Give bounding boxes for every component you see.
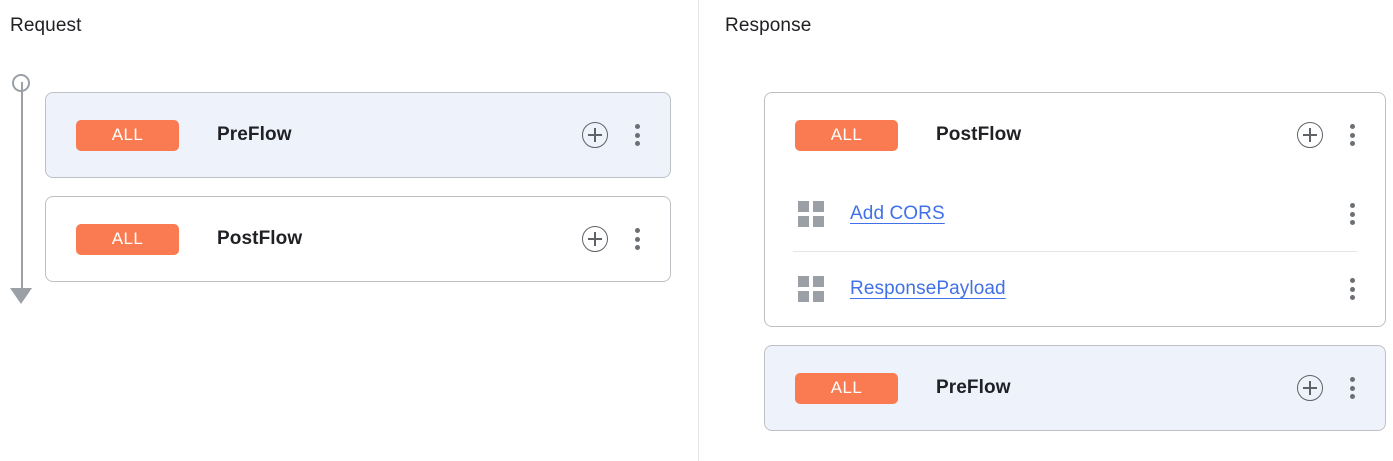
plus-circle-icon bbox=[582, 122, 608, 148]
flow-method-badge: ALL bbox=[795, 372, 898, 404]
flow-card-response-postflow[interactable]: ALL PostFlow bbox=[764, 92, 1386, 327]
flow-card-header[interactable]: ALL PreFlow bbox=[765, 346, 1385, 430]
kebab-dot bbox=[634, 228, 640, 233]
kebab-dot bbox=[634, 245, 640, 250]
kebab-dot bbox=[1349, 295, 1355, 300]
policy-grid-icon bbox=[798, 201, 824, 227]
kebab-menu-icon[interactable] bbox=[1341, 276, 1363, 302]
kebab-dot bbox=[1349, 141, 1355, 146]
flow-card-response-preflow[interactable]: ALL PreFlow bbox=[764, 345, 1386, 431]
policy-link-add-cors[interactable]: Add CORS bbox=[850, 203, 945, 224]
kebab-dot bbox=[1349, 132, 1355, 138]
request-panel: Request ALL PreFlow bbox=[2, 15, 671, 304]
flow-card-request-postflow[interactable]: ALL PostFlow bbox=[45, 196, 671, 282]
grid-square bbox=[798, 276, 809, 287]
grid-square bbox=[798, 291, 809, 302]
kebab-dot bbox=[1349, 377, 1355, 382]
grid-square bbox=[813, 276, 824, 287]
kebab-dot bbox=[1349, 286, 1355, 292]
grid-square bbox=[813, 291, 824, 302]
response-panel-title: Response bbox=[725, 15, 812, 36]
policy-row-responsepayload[interactable]: ResponsePayload bbox=[765, 252, 1385, 326]
policy-row-add-cors[interactable]: Add CORS bbox=[765, 177, 1385, 251]
grid-square bbox=[813, 216, 824, 227]
flow-name-label: PostFlow bbox=[217, 228, 303, 249]
kebab-menu-icon[interactable] bbox=[626, 122, 648, 148]
grid-square bbox=[798, 216, 809, 227]
grid-square bbox=[813, 201, 824, 212]
kebab-dot bbox=[634, 236, 640, 242]
response-panel: Response ALL PostFlow bbox=[698, 0, 1393, 461]
policy-grid-icon bbox=[798, 276, 824, 302]
flow-method-badge: ALL bbox=[795, 119, 898, 151]
grid-square bbox=[798, 201, 809, 212]
kebab-dot bbox=[1349, 278, 1355, 283]
flow-card-request-preflow[interactable]: ALL PreFlow bbox=[45, 92, 671, 178]
add-policy-button[interactable] bbox=[1297, 375, 1323, 401]
plus-circle-icon bbox=[1297, 375, 1323, 401]
kebab-menu-icon[interactable] bbox=[1341, 122, 1363, 148]
add-policy-button[interactable] bbox=[582, 122, 608, 148]
policy-link-responsepayload[interactable]: ResponsePayload bbox=[850, 278, 1006, 299]
plus-circle-icon bbox=[582, 226, 608, 252]
flow-name-label: PostFlow bbox=[936, 124, 1022, 145]
kebab-dot bbox=[634, 141, 640, 146]
kebab-menu-icon[interactable] bbox=[1341, 201, 1363, 227]
flow-method-badge: ALL bbox=[76, 119, 179, 151]
kebab-dot bbox=[1349, 220, 1355, 225]
kebab-dot bbox=[1349, 211, 1355, 217]
request-panel-title: Request bbox=[10, 15, 82, 36]
add-policy-button[interactable] bbox=[1297, 122, 1323, 148]
flow-name-label: PreFlow bbox=[217, 124, 292, 145]
request-flow-rail bbox=[2, 72, 42, 304]
add-policy-button[interactable] bbox=[582, 226, 608, 252]
request-flow-cards: ALL PreFlow ALL PostFlow bbox=[45, 92, 671, 300]
flow-card-header[interactable]: ALL PostFlow bbox=[46, 197, 670, 281]
flow-card-header[interactable]: ALL PreFlow bbox=[46, 93, 670, 177]
kebab-dot bbox=[1349, 385, 1355, 391]
kebab-dot bbox=[634, 124, 640, 129]
kebab-menu-icon[interactable] bbox=[1341, 375, 1363, 401]
kebab-dot bbox=[1349, 394, 1355, 399]
flow-method-badge: ALL bbox=[76, 223, 179, 255]
kebab-dot bbox=[1349, 203, 1355, 208]
kebab-dot bbox=[634, 132, 640, 138]
response-flow-cards: ALL PostFlow bbox=[764, 92, 1386, 449]
kebab-menu-icon[interactable] bbox=[626, 226, 648, 252]
rail-arrow-down-icon bbox=[10, 288, 32, 304]
rail-line bbox=[21, 82, 23, 290]
plus-circle-icon bbox=[1297, 122, 1323, 148]
kebab-dot bbox=[1349, 124, 1355, 129]
flow-card-header[interactable]: ALL PostFlow bbox=[765, 93, 1385, 177]
flow-name-label: PreFlow bbox=[936, 377, 1011, 398]
policy-separator bbox=[793, 251, 1357, 252]
